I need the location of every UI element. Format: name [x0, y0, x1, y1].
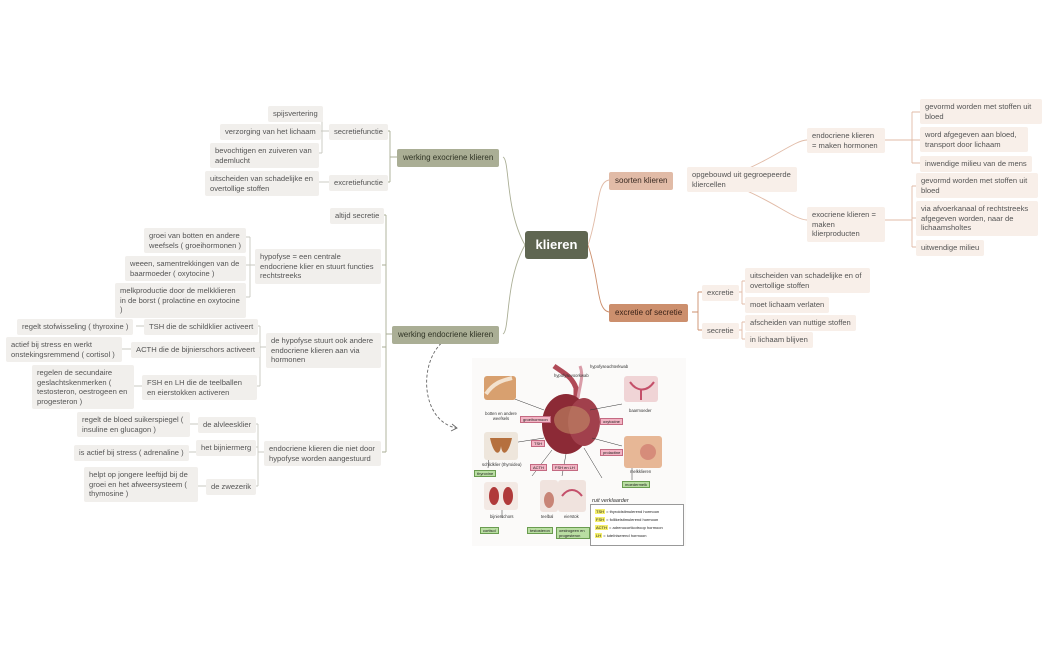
tag-prolactine: prolactine [600, 449, 624, 456]
label-baarmoeder: baarmoeder [629, 408, 652, 413]
leaf-uitscheiden[interactable]: uitscheiden van schadelijke en overtolli… [205, 171, 319, 197]
green-thyroxine: thyroxine [474, 470, 497, 477]
leaf-exo-2[interactable]: via afvoerkanaal of rechtstreeks afgegev… [916, 201, 1038, 236]
leaf-excretie-1[interactable]: uitscheiden van schadelijke en of overto… [745, 268, 870, 294]
node-bijniermerg[interactable]: het bijniermerg [196, 440, 257, 456]
leaf-endo-1[interactable]: gevormd worden met stoffen uit bloed [920, 99, 1042, 125]
node-hypofyse[interactable]: hypofyse = een centrale endocriene klier… [255, 249, 381, 284]
link-root-excsec [587, 244, 610, 313]
leaf-secretie-2[interactable]: in lichaam blijven [745, 332, 813, 348]
node-excretiefunctie[interactable]: excretiefunctie [329, 175, 388, 191]
leaf-altijd-secretie[interactable]: altijd secretie [330, 208, 385, 224]
leaf-melkproductie[interactable]: melkproductie door de melkklieren in de … [115, 283, 246, 318]
green-moedermelk: moedermelk [622, 481, 651, 488]
central-topic[interactable]: klieren [525, 231, 588, 259]
legend-row-lh: LH = luteïniserend hormoon [595, 533, 647, 538]
node-opgebouwd[interactable]: opgebouwd uit gegroepeerde kliercellen [687, 167, 797, 193]
link-niet-leaves [188, 423, 206, 487]
leaf-alvleesklier[interactable]: regelt de bloed suikerspiegel ( insuline… [77, 412, 190, 438]
leaf-secretie-1[interactable]: afscheiden van nuttige stoffen [745, 315, 856, 331]
label-teelbal: teelbal [541, 514, 554, 519]
link-endo-types [885, 111, 920, 164]
leaf-zwezerik[interactable]: helpt op jongere leeftijd bij de groei e… [84, 467, 198, 502]
leaf-endo-2[interactable]: word afgegeven aan bloed, transport door… [920, 127, 1028, 153]
link-niet [255, 423, 264, 487]
link-excsec-sub [692, 291, 702, 331]
node-fsh-lh[interactable]: FSH en LH die de teelballen en eierstokk… [142, 375, 257, 401]
legend-row-acth: ACTH = adrenocorticotroop hormoon [595, 525, 663, 530]
legend-row-tsh: TSH = thyroidstimulerend hormoon [595, 509, 660, 514]
hypofyse-diagram-image[interactable]: hypofysevoorkwab hypofyseachterkwab bott… [472, 358, 686, 546]
leaf-bijniermerg[interactable]: is actief bij stress ( adrenaline ) [74, 445, 189, 461]
node-hypofyse-stuurt[interactable]: de hypofyse stuurt ook andere endocriene… [266, 333, 381, 368]
node-niet-hypofyse[interactable]: endocriene klieren die niet door hypofys… [264, 441, 381, 467]
label-bijnierschors: bijnierschors [490, 514, 514, 519]
leaf-exo-1[interactable]: gevormd worden met stoffen uit bloed [916, 173, 1038, 199]
leaf-endo-3[interactable]: inwendige milieu van de mens [920, 156, 1032, 172]
label-hypofysevoorkwab: hypofysevoorkwab [554, 373, 589, 378]
label-hypofyseachterkwab: hypofyseachterkwab [590, 364, 629, 369]
legend-row-fsh: FSH = follikelstimulerend hormoon [595, 517, 659, 522]
tag-fsh-lh: FSH en LH [552, 464, 578, 471]
leaf-excretie-2[interactable]: moet lichaam verlaten [745, 297, 830, 313]
link-hyp-leaves [122, 325, 144, 387]
link-root-endo [502, 244, 526, 335]
green-cortisol: cortisol [480, 527, 499, 534]
leaf-bevochtigen[interactable]: bevochtigen en zuiveren van ademlucht [210, 143, 319, 169]
tag-groeihormoon: groeihormoon [520, 416, 551, 423]
arrow-head [450, 423, 458, 432]
leaf-tsh[interactable]: regelt stofwisseling ( thyroxine ) [17, 319, 134, 335]
label-melkklieren: melkklieren [630, 469, 652, 474]
diagram-drawing [484, 363, 662, 518]
leaf-verzorging[interactable]: verzorging van het lichaam [220, 124, 321, 140]
node-tsh[interactable]: TSH die de schildklier activeert [144, 319, 259, 335]
link-excretie-leaves [738, 280, 745, 305]
branch-soorten[interactable]: soorten klieren [609, 172, 674, 190]
leaf-acth[interactable]: actief bij stress en werkt onstekingsrem… [6, 337, 122, 363]
node-excretie[interactable]: excretie [702, 285, 739, 301]
link-secretie-leaves [738, 321, 745, 340]
leaf-exo-3[interactable]: uitwendige milieu [916, 240, 985, 256]
green-testosteron: testosteron [527, 527, 553, 534]
legend-title: ruit verklaarder [592, 498, 629, 504]
node-alvleesklier[interactable]: de alvleesklier [198, 417, 257, 433]
node-zwezerik[interactable]: de zwezerik [206, 479, 257, 495]
leaf-spijsvertering[interactable]: spijsvertering [268, 106, 323, 122]
label-eierstok: eierstok [564, 514, 579, 519]
label-botten: botten en andere weefsels [485, 411, 517, 421]
tag-acth: ACTH [530, 464, 547, 471]
node-endocriene-klieren[interactable]: endocriene klieren = maken hormonen [807, 128, 885, 154]
leaf-weeen[interactable]: weeen, samentrekkingen van de baarmoeder… [125, 256, 246, 282]
branch-excretie-secretie[interactable]: excretie of secretie [609, 304, 689, 322]
node-secretiefunctie[interactable]: secretiefunctie [329, 124, 388, 140]
dashed-arrow [426, 339, 457, 429]
node-acth[interactable]: ACTH die de bijnierschors activeert [131, 342, 261, 358]
link-root-soorten [587, 179, 610, 246]
hormone-legend: TSH = thyroidstimulerend hormoon FSH = f… [590, 504, 684, 546]
node-exocriene-klieren[interactable]: exocriene klieren = maken klierproducten [807, 207, 885, 242]
tag-oxytocine: oxytocine [600, 418, 623, 425]
link-hypofyse [246, 236, 255, 298]
branch-endocriene[interactable]: werking endocriene klieren [392, 326, 500, 344]
link-endo-sub [382, 214, 392, 453]
leaf-groei[interactable]: groei van botten en andere weefsels ( gr… [144, 228, 246, 254]
link-root-exo [502, 156, 526, 246]
label-schildklier: schildklier (thyroidea) [482, 462, 522, 467]
green-oestrogeen: oestrogeen en progesteron [556, 527, 590, 539]
node-secretie[interactable]: secretie [702, 323, 739, 339]
tag-tsh: TSH [531, 440, 545, 447]
leaf-fsh-lh[interactable]: regelen de secundaire geslachtskenmerken… [32, 365, 134, 410]
link-exo-sub [387, 130, 397, 183]
branch-exocriene[interactable]: werking exocriene klieren [397, 149, 500, 167]
link-exo-types [885, 185, 916, 248]
